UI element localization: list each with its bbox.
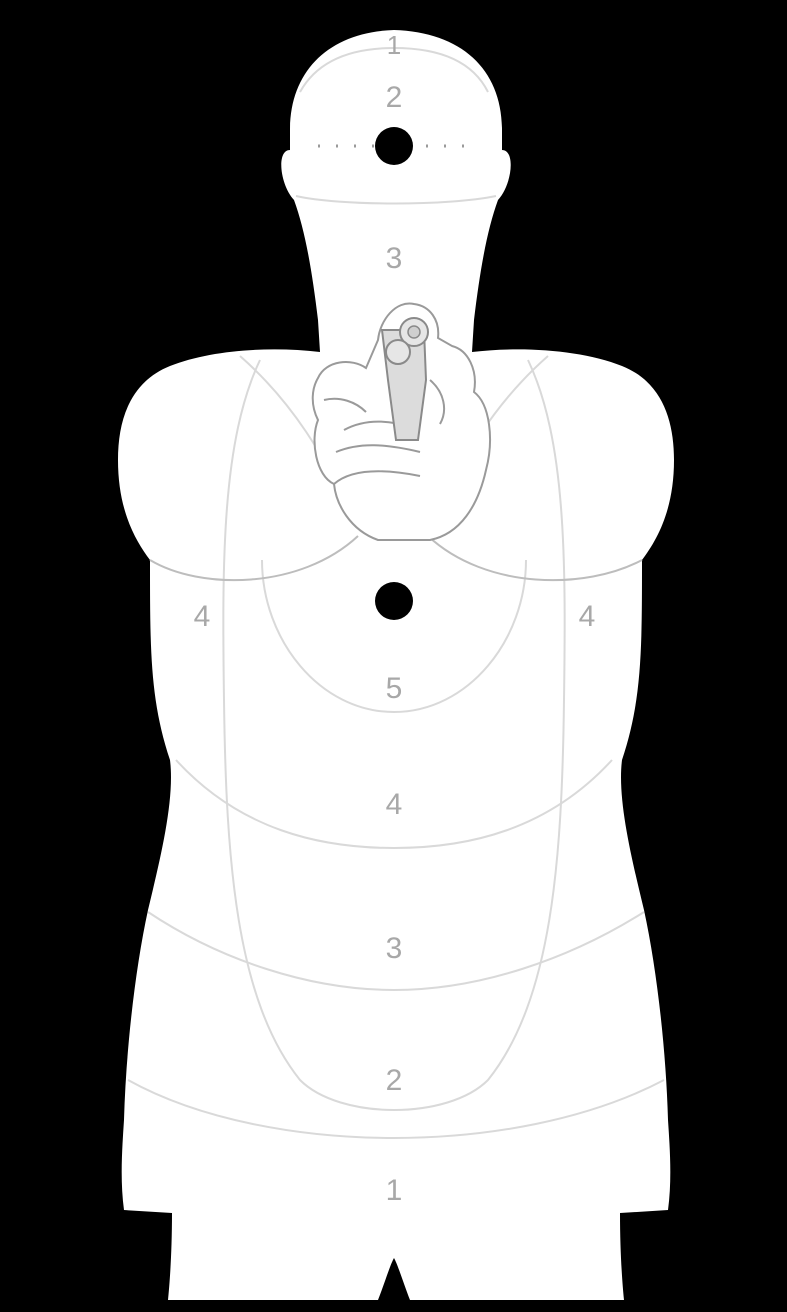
- head-aim-point: [375, 127, 413, 165]
- torso-zone-number-1: 1: [386, 1174, 403, 1207]
- torso-zone-number-4: 4: [386, 788, 403, 821]
- head-zone-number-2: 2: [386, 81, 403, 114]
- neck-zone-number-3: 3: [386, 242, 403, 275]
- torso-zone-number-2: 2: [386, 1064, 403, 1097]
- left-side-zone-number-4: 4: [194, 600, 211, 633]
- chest-aim-point: [375, 582, 413, 620]
- torso-zone-number-5: 5: [386, 672, 403, 705]
- right-side-zone-number-4: 4: [579, 600, 596, 633]
- torso-zone-number-3: 3: [386, 932, 403, 965]
- head-zone-number-1: 1: [387, 30, 401, 60]
